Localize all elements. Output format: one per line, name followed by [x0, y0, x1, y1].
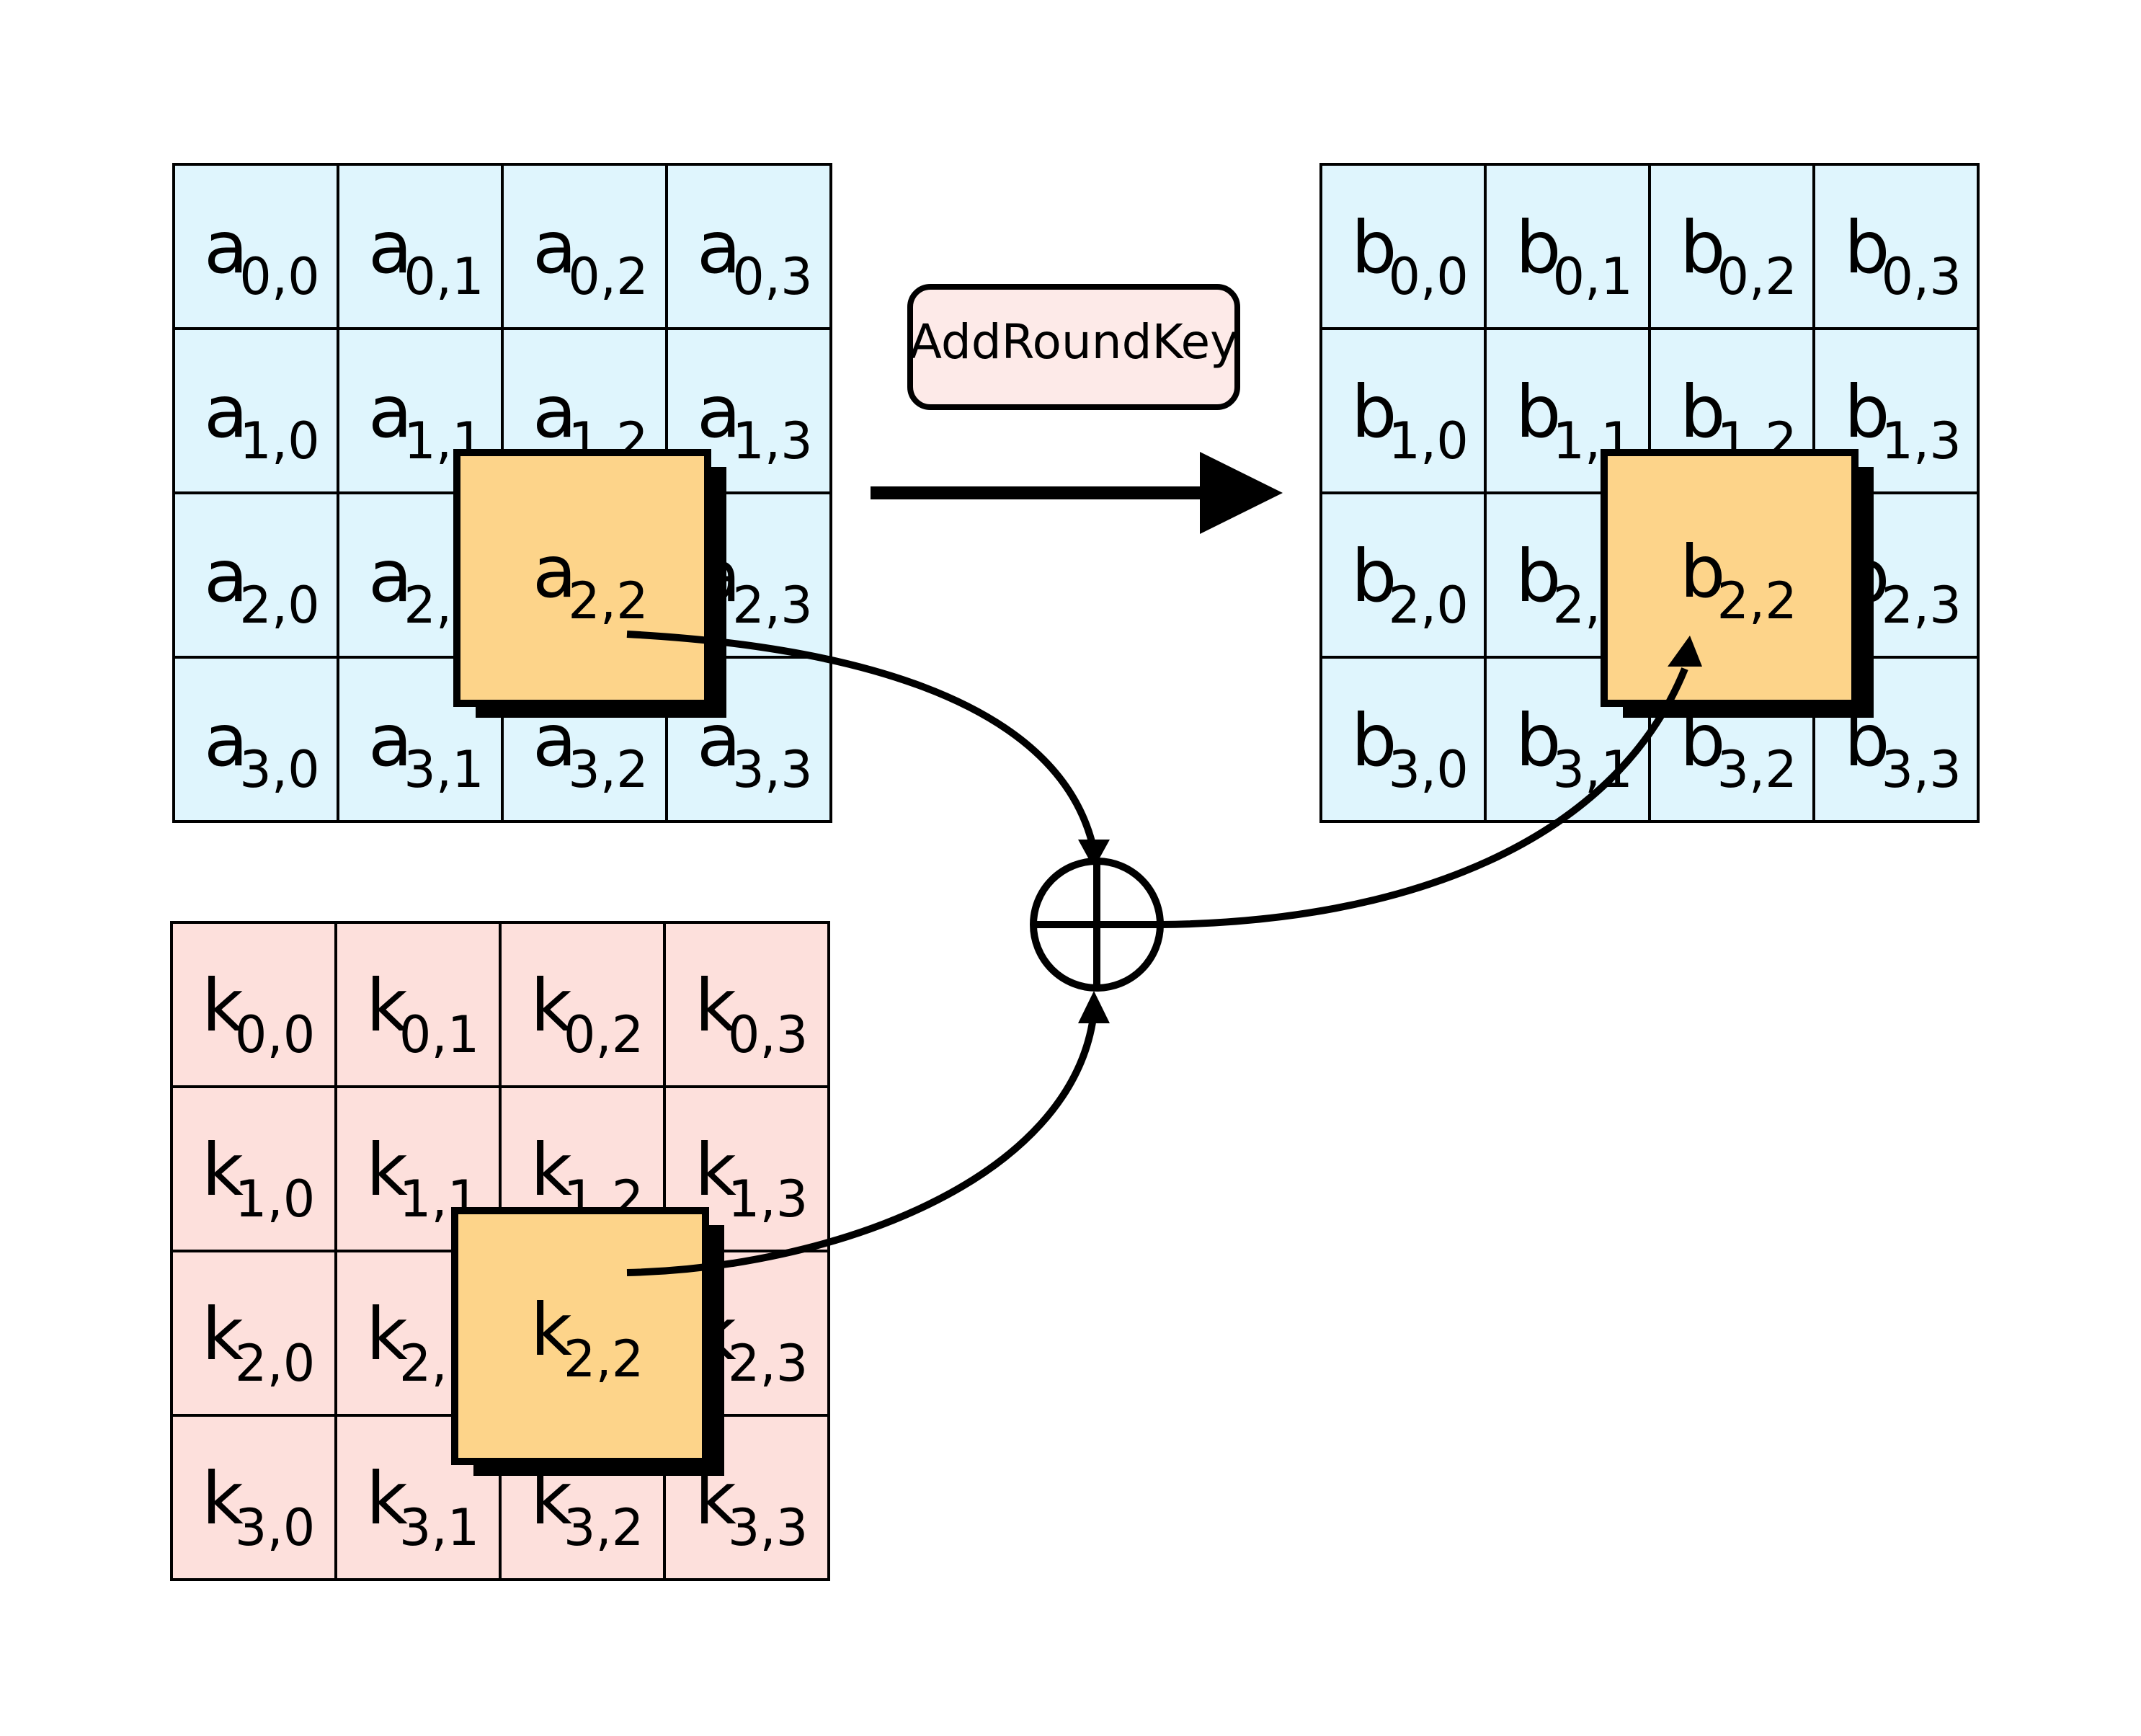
cell-label: k0,2 — [530, 963, 644, 1064]
cell-label: a3,1 — [368, 698, 484, 799]
cell-label: a0,1 — [368, 205, 484, 306]
curve-a-to-xor — [626, 631, 1098, 852]
matrix-cell — [1319, 656, 1487, 823]
cell-label: b1,0 — [1351, 370, 1469, 471]
matrix-cell — [334, 921, 502, 1088]
highlighted-cell-label: k2,2 — [530, 1288, 644, 1389]
operation-label: AddRoundKey — [909, 314, 1238, 370]
transform-arrow — [871, 452, 1283, 534]
cell-label: k1,0 — [202, 1128, 315, 1229]
cell-label: a0,0 — [204, 205, 320, 306]
highlighted-cell — [451, 1207, 709, 1465]
cell-label: b0,2 — [1680, 205, 1797, 306]
cell-label: k0,1 — [366, 963, 479, 1064]
matrix-cell — [172, 656, 339, 823]
xor-icon — [1030, 858, 1164, 992]
highlighted-cell-label: a2,2 — [533, 530, 649, 631]
cell-label: a3,3 — [697, 698, 813, 799]
matrix-cell — [172, 491, 339, 659]
curve-xor-to-b — [1159, 667, 1688, 928]
matrix-cell — [1319, 491, 1487, 659]
cell-label: a3,0 — [204, 698, 320, 799]
matrix-cell — [663, 921, 830, 1088]
highlighted-cell — [453, 449, 711, 707]
highlighted-cell-label: b2,2 — [1680, 530, 1797, 631]
cell-label: b0,3 — [1844, 205, 1962, 306]
cell-label: k2,0 — [202, 1292, 315, 1393]
operation-label-box: AddRoundKey — [907, 284, 1240, 410]
cell-label: k1,3 — [695, 1128, 808, 1229]
cell-label: k3,1 — [366, 1456, 479, 1557]
matrix-cell — [665, 163, 832, 330]
cell-label: b3,0 — [1351, 698, 1469, 799]
data-flow-curves — [626, 631, 1702, 1276]
arrowhead-into-xor-bottom — [1078, 991, 1110, 1023]
cell-label: a1,3 — [697, 370, 813, 471]
matrix-cell — [1812, 163, 1980, 330]
curve-k-to-xor — [626, 1012, 1098, 1276]
matrix-cell — [1648, 163, 1815, 330]
cell-label: a0,2 — [533, 205, 649, 306]
highlighted-cell — [1601, 449, 1859, 707]
cell-label: k0,0 — [202, 963, 315, 1064]
cell-label: b2,0 — [1351, 534, 1469, 635]
cell-label: a0,3 — [697, 205, 813, 306]
cell-label: a3,2 — [533, 698, 649, 799]
cell-label: b1,3 — [1844, 370, 1962, 471]
matrix-cell — [172, 163, 339, 330]
cell-label: k3,0 — [202, 1456, 315, 1557]
cell-label: b0,0 — [1351, 205, 1469, 306]
cell-label: a2,0 — [204, 534, 320, 635]
cell-label: a1,0 — [204, 370, 320, 471]
cell-label: b0,1 — [1515, 205, 1633, 306]
arrowhead-into-xor-top — [1078, 840, 1110, 868]
matrix-cell — [501, 163, 668, 330]
arrowhead-into-b — [1668, 636, 1702, 667]
cell-label: k0,3 — [695, 963, 808, 1064]
matrix-cell — [1484, 163, 1651, 330]
